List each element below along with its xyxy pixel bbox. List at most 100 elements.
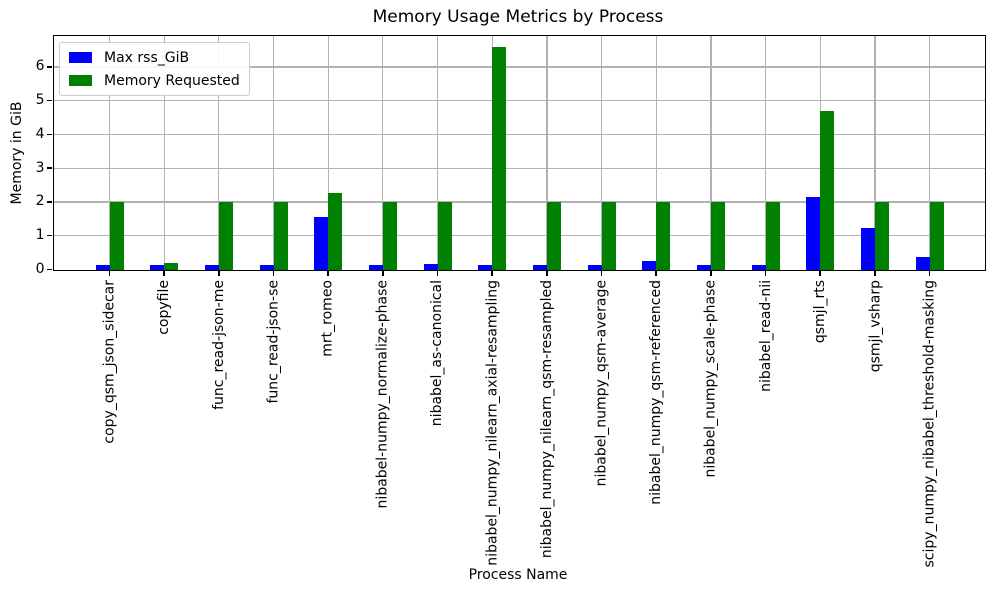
gridline-vertical — [436, 35, 439, 270]
x-tick-label: qsmjl_rts — [812, 279, 829, 343]
bar-memory-requested — [546, 201, 561, 270]
x-tick-mark — [928, 271, 931, 276]
bar-max-rss — [860, 228, 875, 270]
bar-memory-requested — [710, 201, 725, 270]
gridline-vertical — [764, 35, 767, 270]
bar-max-rss — [204, 265, 219, 270]
x-tick-mark — [874, 271, 876, 276]
x-tick-mark — [819, 271, 821, 276]
legend-swatch-max-rss — [69, 52, 92, 63]
x-tick-mark — [546, 271, 548, 276]
y-tick-label: 0 — [35, 261, 45, 277]
gridline-horizontal — [53, 133, 985, 136]
y-tick-label: 2 — [35, 193, 45, 210]
x-tick-label: copyfile — [156, 279, 173, 335]
x-tick-mark — [108, 271, 111, 276]
y-tick-mark — [47, 234, 52, 237]
gridline-vertical — [546, 35, 548, 270]
gridline-vertical — [928, 35, 931, 270]
gridline-vertical — [108, 35, 111, 270]
gridline-horizontal — [53, 100, 985, 102]
bar-memory-requested — [656, 201, 671, 270]
bar-memory-requested — [273, 201, 288, 270]
bar-memory-requested — [328, 192, 343, 270]
gridline-vertical — [327, 35, 329, 270]
x-tick-mark — [327, 271, 329, 276]
bar-memory-requested — [109, 201, 124, 270]
y-tick-mark — [47, 133, 52, 136]
x-tick-label: nibabel_numpy_qsm-referenced — [648, 279, 665, 505]
y-axis-label: Memory in GiB — [9, 101, 25, 205]
bar-max-rss — [95, 265, 110, 270]
bar-max-rss — [915, 256, 930, 270]
legend-item-memory-requested: Memory Requested — [69, 71, 240, 90]
bar-max-rss — [368, 265, 383, 270]
bar-memory-requested — [164, 263, 179, 270]
plot-area: 0 1 2 3 4 5 6 copy_qsm_json_sidecar copyfile func… — [36, 34, 986, 567]
chart-title: Memory Usage Metrics by Process — [372, 7, 664, 27]
y-tick-mark — [47, 66, 52, 68]
x-tick-label: nibabel-numpy_normalize-phase — [374, 279, 391, 508]
gridline-horizontal — [53, 66, 985, 68]
bar-memory-requested — [929, 201, 944, 270]
x-tick-mark — [764, 271, 767, 276]
gridline-vertical — [600, 35, 603, 270]
x-tick-mark — [218, 271, 220, 276]
x-tick-label: mrt_romeo — [320, 279, 337, 357]
x-tick-label: scipy_numpy_nibabel_threshold-masking — [921, 279, 938, 567]
gridline-vertical — [655, 35, 657, 270]
gridline-vertical — [819, 35, 821, 270]
gridline-vertical — [710, 35, 712, 270]
bar-max-rss — [532, 265, 547, 270]
x-tick-mark — [163, 271, 165, 276]
y-tick-label: 1 — [35, 227, 45, 244]
bar-memory-requested — [382, 201, 397, 270]
bar-max-rss — [751, 265, 766, 270]
x-tick-label: nibabel_numpy_nilearn_axial-resampling — [484, 279, 501, 566]
bar-max-rss — [806, 196, 821, 270]
legend-item-max-rss: Max rss_GiB — [69, 48, 240, 67]
x-axis-label: Process Name — [468, 567, 568, 583]
gridline-vertical — [272, 35, 275, 270]
bar-memory-requested — [218, 201, 233, 270]
gridline-horizontal — [53, 201, 985, 203]
x-tick-mark — [710, 271, 712, 276]
x-tick-label: qsmjl_vsharp — [866, 279, 883, 372]
y-tick-label: 5 — [35, 92, 45, 109]
bar-max-rss — [150, 265, 165, 270]
gridline-horizontal — [53, 235, 985, 237]
gridline-vertical — [491, 35, 493, 270]
x-tick-mark — [600, 271, 603, 276]
x-tick-label: func_read-json-me — [210, 279, 227, 410]
gridline-vertical — [218, 35, 220, 270]
y-tick-mark — [47, 99, 52, 102]
x-tick-label: nibabel_numpy_qsm-average — [593, 279, 610, 486]
bar-max-rss — [478, 265, 493, 270]
x-tick-label: nibabel_numpy_nilearn_qsm-resampled — [538, 279, 555, 558]
gridline-vertical — [382, 35, 384, 270]
x-tick-label: copy_qsm_json_sidecar — [101, 279, 118, 444]
bar-memory-requested — [492, 46, 507, 270]
x-tick-mark — [491, 271, 493, 276]
x-tick-label: func_read-json-se — [265, 279, 282, 404]
bar-memory-requested — [820, 110, 835, 270]
legend-swatch-memory-requested — [69, 75, 92, 86]
x-tick-label: nibabel_as-canonical — [429, 279, 446, 426]
bar-memory-requested — [601, 201, 616, 270]
y-tick-label: 6 — [35, 58, 45, 75]
gridline-horizontal — [53, 167, 985, 169]
bar-memory-requested — [874, 201, 889, 270]
gridline-vertical — [163, 35, 165, 270]
y-tick-mark — [47, 201, 52, 203]
x-tick-mark — [436, 271, 439, 276]
bar-max-rss — [642, 261, 657, 270]
x-tick-mark — [382, 271, 384, 276]
bar-max-rss — [314, 217, 329, 270]
y-tick-mark — [47, 268, 52, 271]
x-tick-mark — [655, 271, 657, 276]
y-tick-label: 3 — [35, 159, 45, 176]
x-tick-mark — [272, 271, 275, 276]
x-tick-label: nibabel_numpy_scale-phase — [702, 279, 719, 478]
y-tick-label: 4 — [35, 125, 45, 142]
